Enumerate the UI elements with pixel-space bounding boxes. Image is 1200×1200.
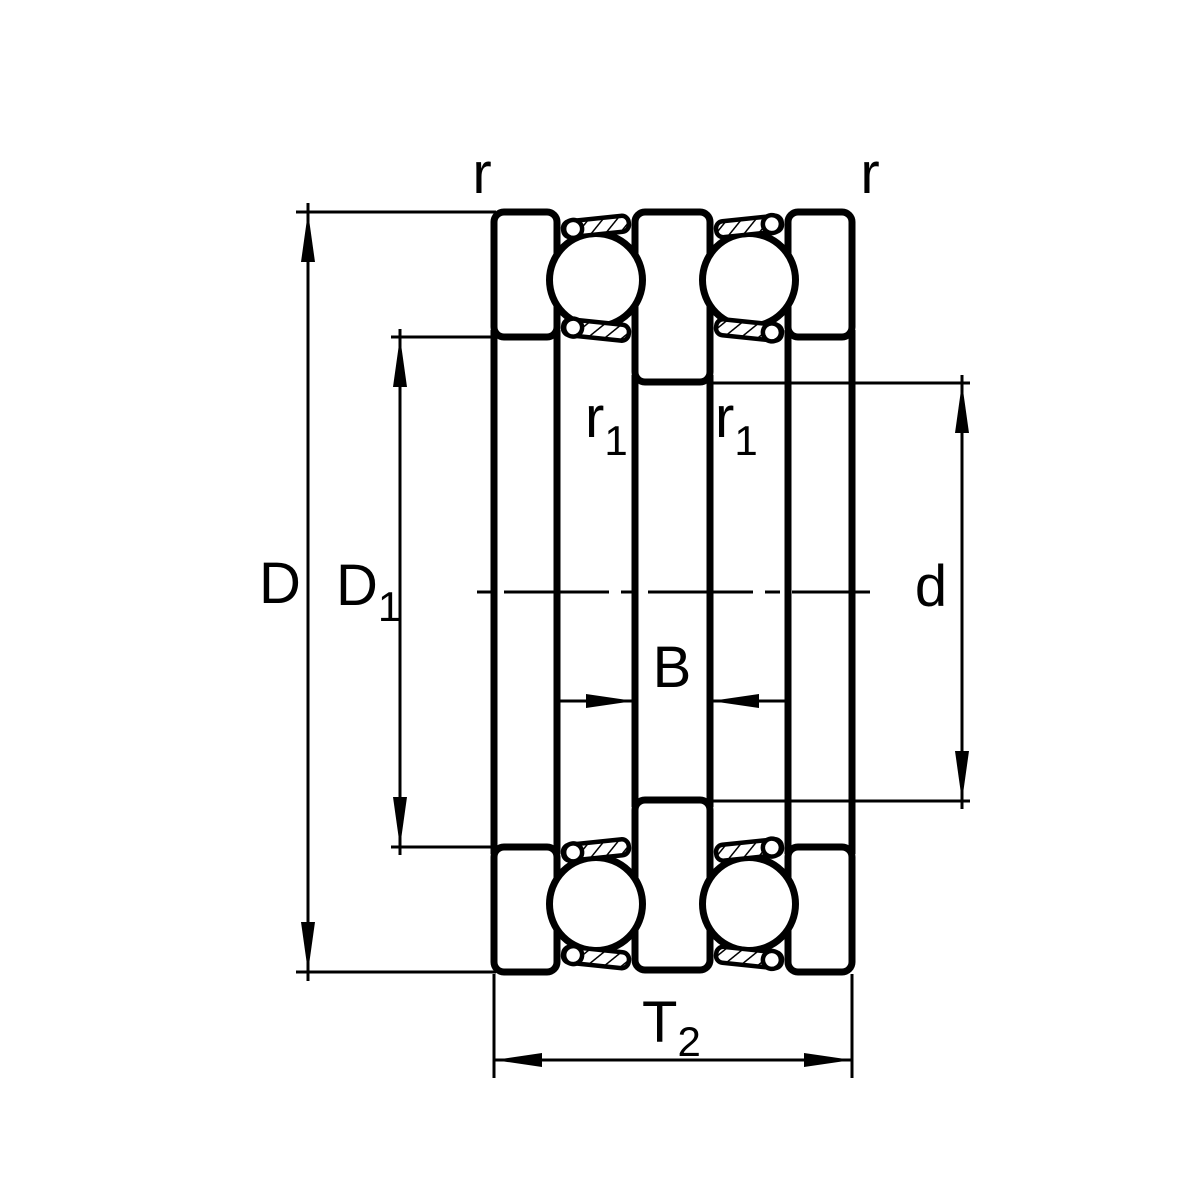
cage-segment xyxy=(560,837,632,864)
arrowhead-d-down xyxy=(955,751,969,801)
label-T2-sub: 2 xyxy=(677,1018,700,1065)
label-r1-right-sub: 1 xyxy=(734,417,757,464)
arrowhead-D-up xyxy=(301,212,315,262)
ball-bottom-right xyxy=(699,854,799,954)
dimension-T2 xyxy=(492,974,854,1078)
label-r-top-right: r xyxy=(860,141,879,206)
label-r1-left-sub: 1 xyxy=(604,417,627,464)
arrowhead-D-down xyxy=(301,922,315,972)
label-D: D xyxy=(259,551,301,616)
label-B: B xyxy=(653,635,692,700)
label-D1-sub: 1 xyxy=(378,583,401,630)
dimension-B xyxy=(556,694,788,708)
arrowhead-T2-right xyxy=(804,1053,852,1067)
label-d: d xyxy=(915,554,947,619)
cage-segment xyxy=(560,316,632,343)
label-r1-left: r1 xyxy=(585,385,628,464)
arrowhead-B-left xyxy=(711,694,759,708)
arrowhead-T2-left xyxy=(494,1053,542,1067)
shaft-washer-top-section xyxy=(631,208,714,386)
washer-silhouette-lines xyxy=(490,330,856,854)
label-T2: T2 xyxy=(642,990,701,1065)
arrowhead-D1-up xyxy=(393,337,407,387)
dimension-d xyxy=(710,375,970,809)
dimension-labels: r r r1 r1 D D1 d B T2 xyxy=(259,141,947,1065)
label-r1-right: r1 xyxy=(715,385,758,464)
cage-segment xyxy=(713,836,785,863)
label-D1-base: D xyxy=(336,553,378,618)
ball-top-right xyxy=(699,230,799,330)
cage-segment xyxy=(560,213,632,241)
arrowhead-D1-down xyxy=(393,797,407,847)
label-r-top-left: r xyxy=(472,141,491,206)
cage-segment xyxy=(713,944,785,972)
cage-segment xyxy=(713,317,785,344)
cage-segments xyxy=(560,212,785,972)
label-r1-right-base: r xyxy=(715,385,734,450)
arrowhead-B-right xyxy=(586,694,634,708)
ball-bottom-left xyxy=(546,854,646,954)
cage-segment xyxy=(713,212,785,240)
cage-segment xyxy=(560,943,632,971)
dimension-D xyxy=(296,203,496,981)
ball-top-left xyxy=(546,230,646,330)
label-D1: D1 xyxy=(336,553,401,630)
label-T2-base: T xyxy=(642,990,677,1055)
arrowhead-d-up xyxy=(955,383,969,433)
dimension-D1 xyxy=(391,329,496,855)
label-r1-left-base: r xyxy=(585,385,604,450)
shaft-washer-bottom-section xyxy=(631,796,714,974)
